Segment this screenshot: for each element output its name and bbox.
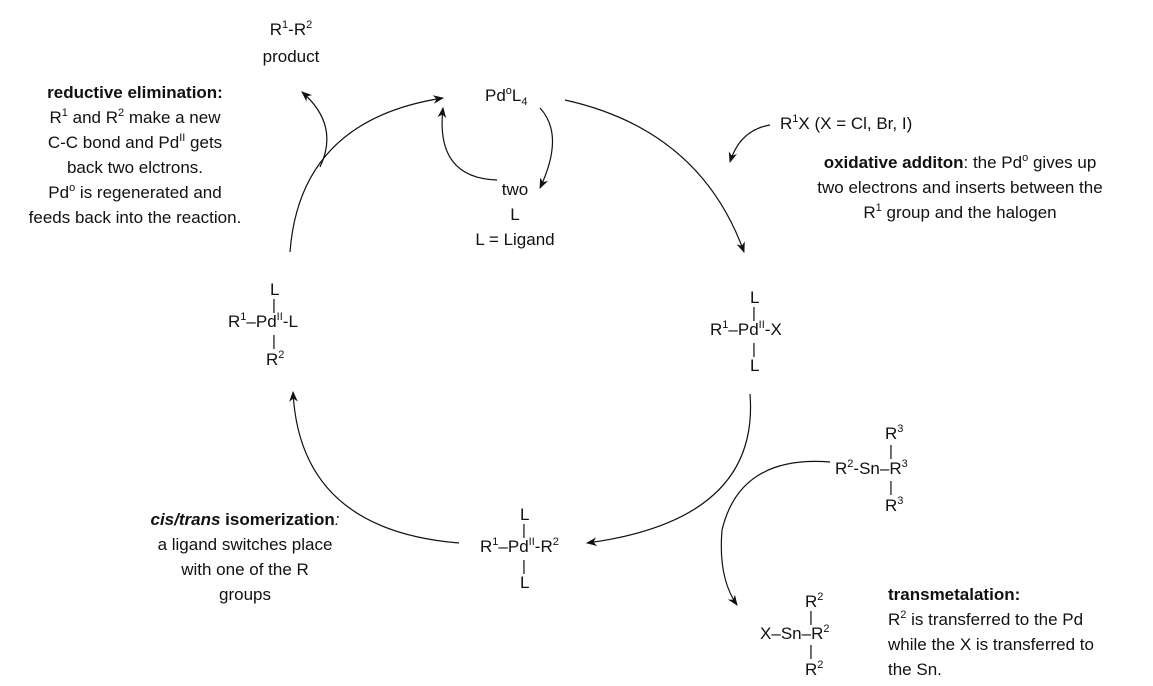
cycle-arrow-left-top (289, 95, 445, 253)
complex-bottom: L | R1–PdII-R2 | L (480, 505, 559, 592)
ligand-loss-arrow (539, 107, 554, 189)
cycle-arrow-top-right (564, 99, 745, 254)
ligand-release-label: two L L = Ligand (460, 177, 570, 252)
product-label: product (262, 47, 320, 66)
cycle-arrow-right-bottom (585, 393, 752, 546)
cycle-arrow-bottom-left (289, 390, 460, 544)
pd0-complex: PdoL4 (485, 85, 528, 108)
product-release-arrow (301, 91, 328, 168)
isomerization-text: cis/trans isomerization: a ligand switch… (115, 507, 375, 607)
product-formula: R1-R2 (269, 19, 313, 40)
stannane-reagent: R3 | R2-Sn–R3 | R3 (835, 423, 908, 516)
reagent-in-arrow (728, 124, 771, 164)
ligand-definition-text: L = Ligand (475, 230, 555, 249)
reagent-r1x: R1X (X = Cl, Br, I) (780, 113, 913, 134)
stannane-product: R2 | X–Sn–R2 | R2 (760, 591, 830, 680)
reductive-elimination-text: reductive elimination: R1 and R2 make a … (0, 80, 270, 230)
oxidative-addition-title: oxidative additon (823, 153, 964, 172)
stannane-arrow (720, 460, 831, 606)
ligand-two-text: two (501, 180, 529, 199)
oxidative-addition-text: oxidative additon: the Pdo gives up two … (817, 152, 1103, 223)
complex-right: L | R1–PdII-X | L (710, 288, 782, 375)
ligand-return-arrow (437, 106, 498, 181)
complex-left: L | R1–PdII-L | R2 (228, 280, 298, 369)
ligand-l-text: L (510, 205, 520, 224)
transmetalation-title: transmetalation: (888, 585, 1021, 604)
reductive-elimination-title: reductive elimination: (47, 83, 223, 102)
isomerization-title: cis/trans isomerization: (150, 510, 340, 529)
transmetalation-text: transmetalation: R2 is transferred to th… (888, 582, 1153, 682)
